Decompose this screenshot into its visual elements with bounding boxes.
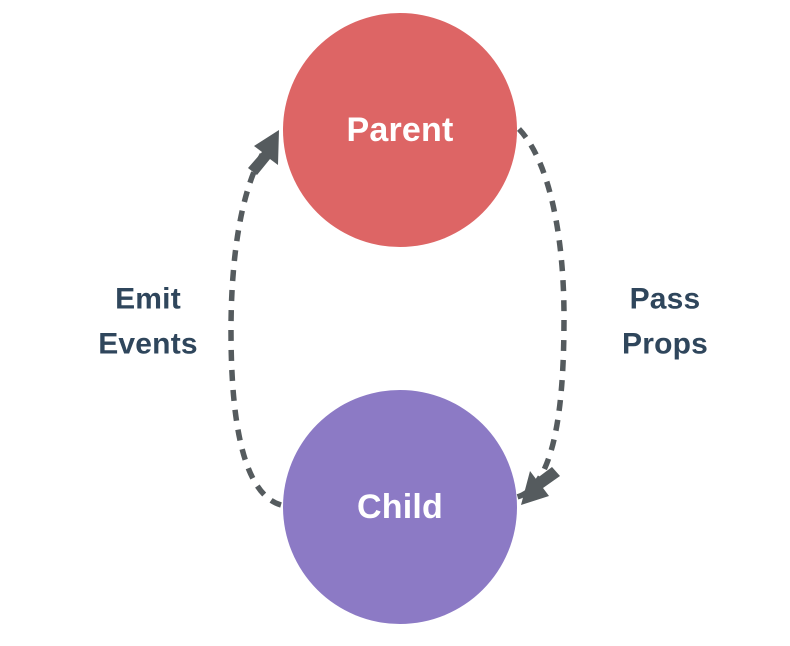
emit-events-label-line2: Events [98,328,198,361]
edge-pass-props [516,127,567,505]
emit-events-label-line1: Emit [115,283,181,316]
pass-props-label-line2: Props [622,328,708,361]
child-circle[interactable] [283,390,517,624]
child-label: Child [357,488,443,526]
edge-emit-events [228,130,282,508]
edge-label-pass-props: Pass Props [622,283,708,361]
pass-props-curve [516,127,567,500]
emit-events-curve [228,138,282,508]
node-child[interactable]: Child [283,390,517,624]
emit-events-arrowhead [248,130,279,175]
edge-label-emit-events: Emit Events [98,283,198,361]
parent-label: Parent [346,111,453,149]
parent-circle[interactable] [283,13,517,247]
node-parent[interactable]: Parent [283,13,517,247]
pass-props-label-line1: Pass [630,283,701,316]
pass-props-arrowhead [521,467,560,505]
